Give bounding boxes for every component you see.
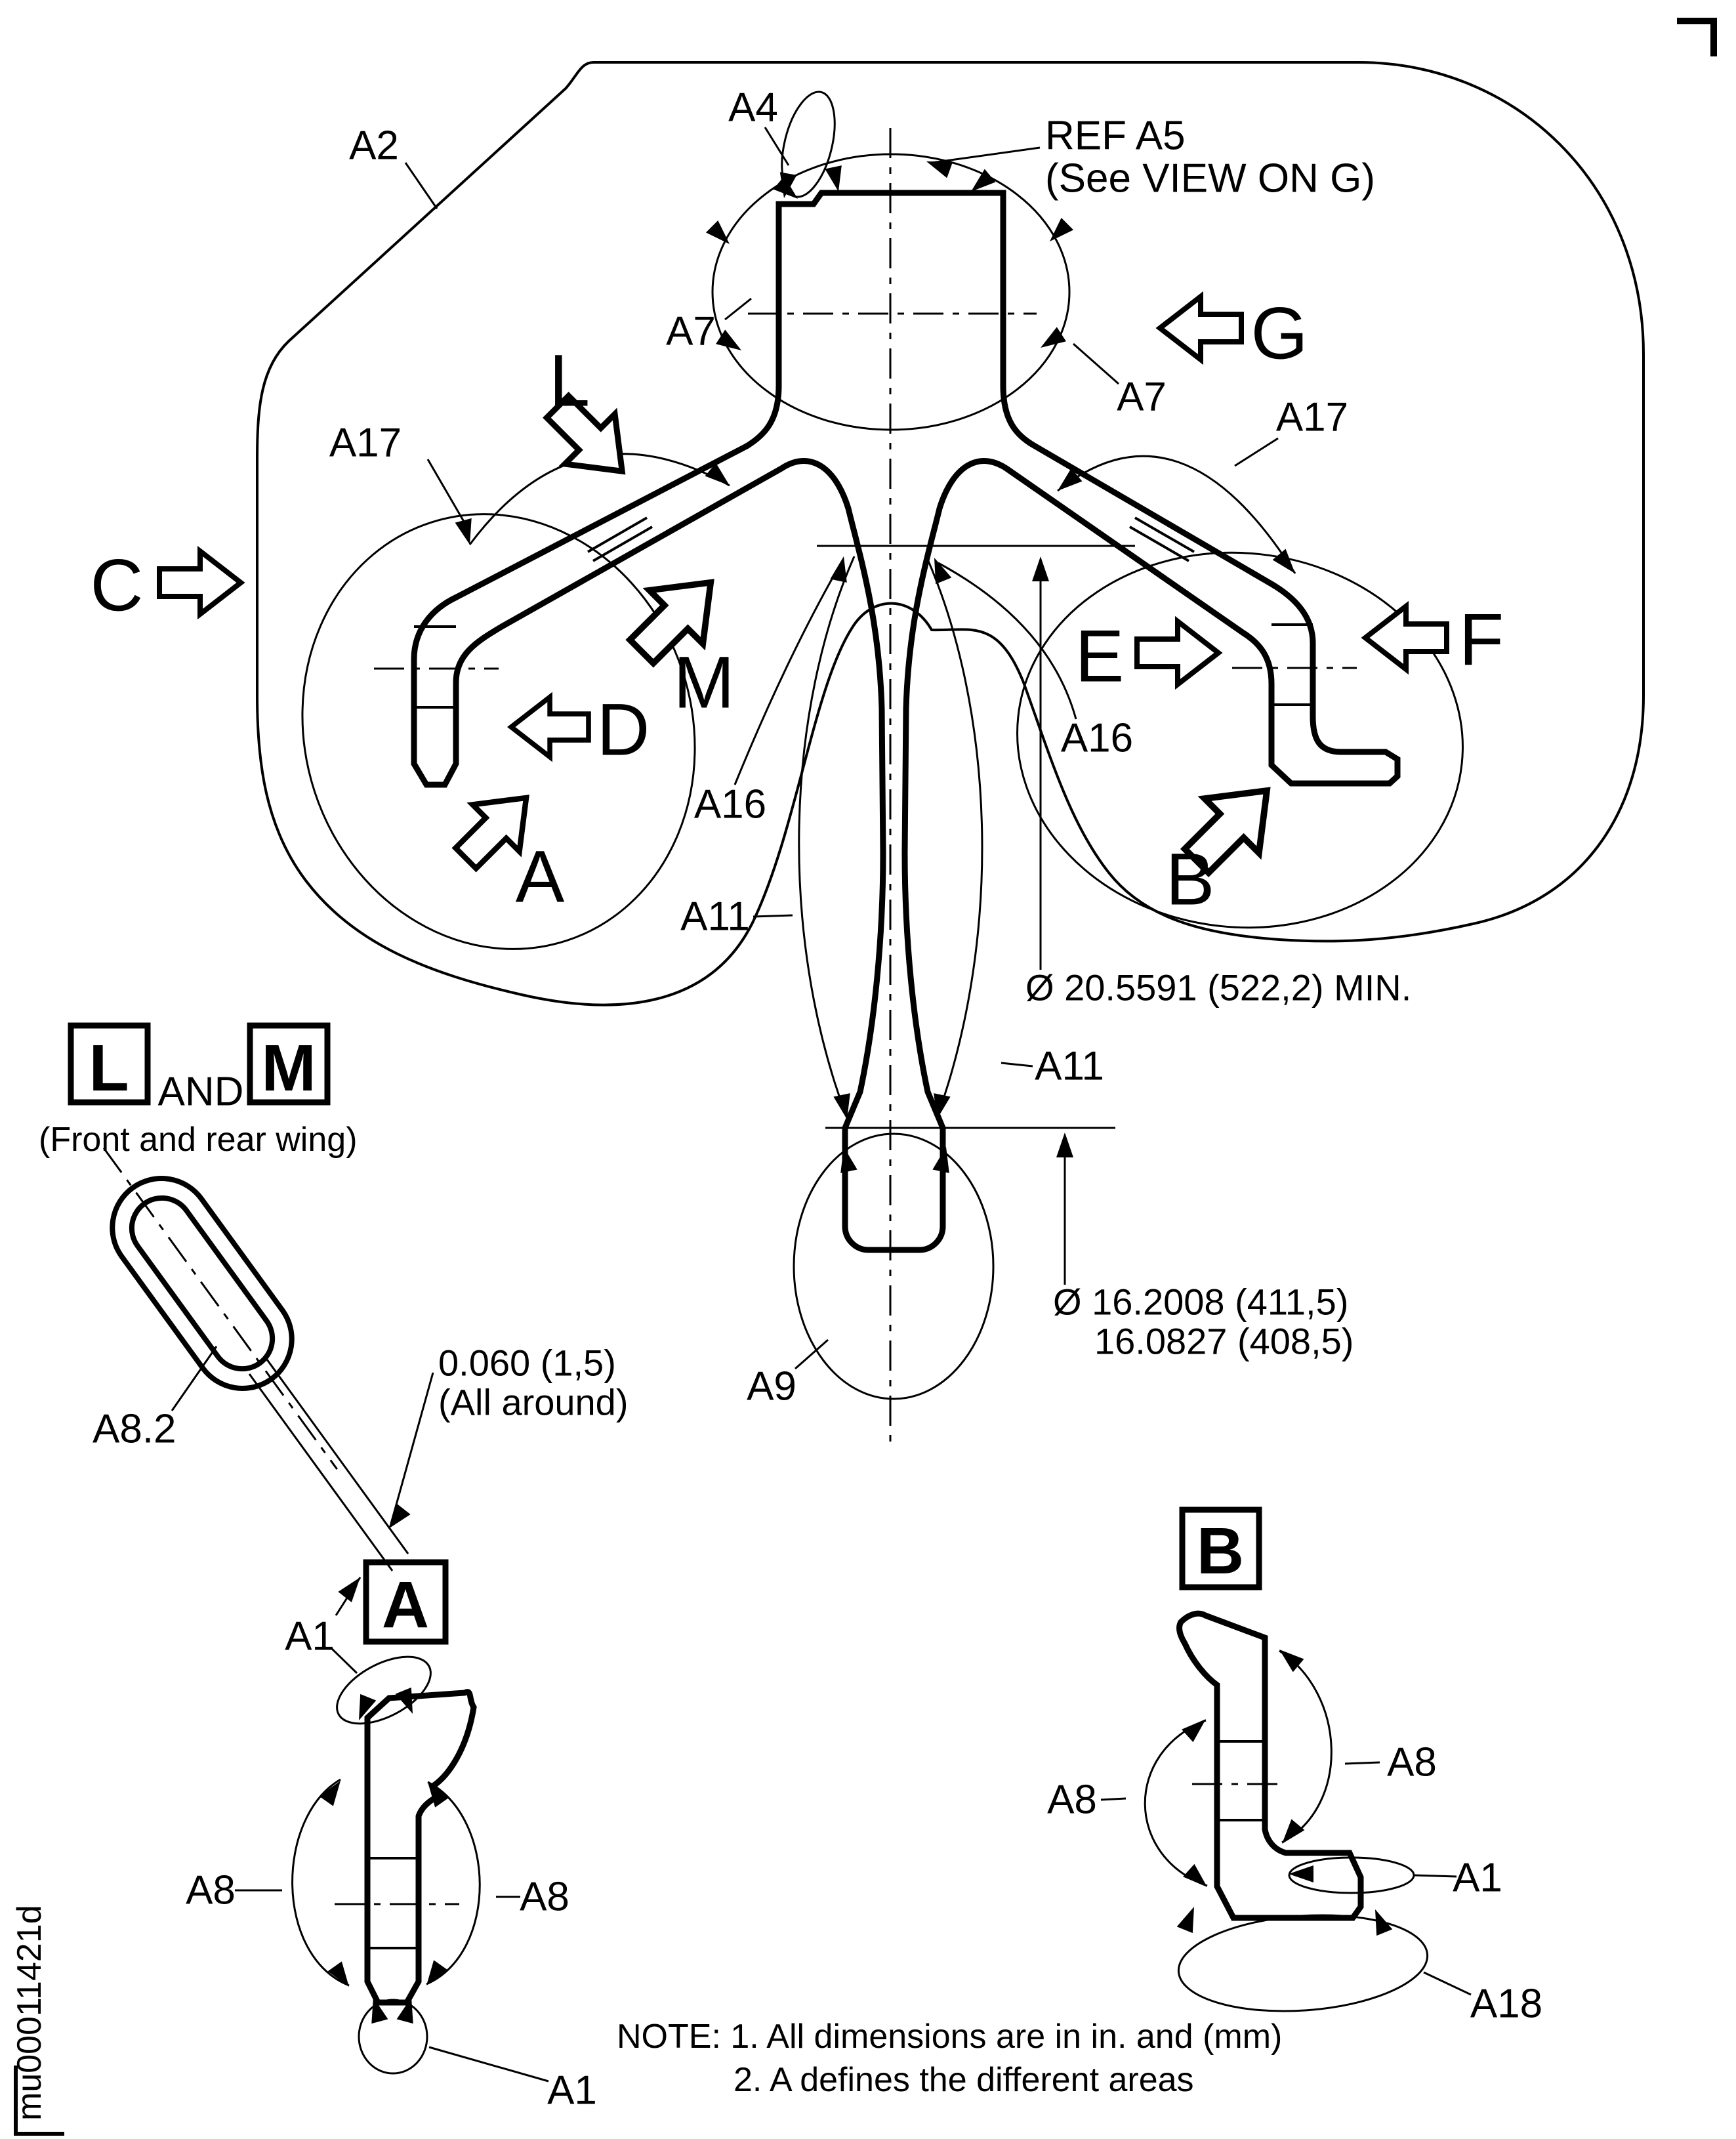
detail-a-a1-bottom-balloon	[358, 1999, 428, 2075]
detail-b-label-a18: A18	[1470, 1982, 1542, 2027]
view-letter-b: B	[1166, 839, 1215, 921]
note-line-1: NOTE: 1. All dimensions are in in. and (…	[617, 2018, 1282, 2056]
a16-left-balloon	[301, 513, 696, 950]
boxed-letter-m-text: M	[261, 1031, 316, 1105]
detail-b-label-a1: A1	[1453, 1856, 1502, 1901]
label-a11-right: A11	[1035, 1044, 1104, 1089]
dim-thickness-note: (All around)	[438, 1382, 628, 1423]
label-a2: A2	[349, 123, 399, 169]
boxed-letter-l	[68, 1022, 151, 1106]
main-view-labels: A2 A4 REF A5 (See VIEW ON G) A7 A7 A17 A…	[91, 85, 1504, 1409]
detail-b-label-a8-left: A8	[1047, 1777, 1097, 1823]
a16-right-balloon	[1016, 551, 1464, 929]
boxed-letter-b	[1179, 1506, 1262, 1590]
boxed-letter-m	[247, 1022, 331, 1106]
view-letter-g: G	[1250, 293, 1308, 375]
label-a16-left: A16	[694, 782, 766, 827]
boxed-letter-a-text: A	[382, 1568, 429, 1642]
detail-b: B A8 A8 A1 A18	[1047, 1506, 1542, 2027]
label-a7-left: A7	[666, 309, 716, 354]
wing-slot-section	[102, 1147, 338, 1470]
centerlines	[374, 128, 1357, 1447]
detail-b-label-a8-right: A8	[1387, 1740, 1437, 1785]
note-line-2: 2. A defines the different areas	[734, 2061, 1194, 2099]
corner-mark-top-right	[1677, 18, 1717, 56]
view-letter-a: A	[516, 836, 565, 918]
dim-thickness: 0.060 (1,5)	[438, 1342, 616, 1384]
detail-b-a8-right-arc	[1279, 1650, 1333, 1844]
detail-a-label-a1-top: A1	[285, 1614, 335, 1659]
label-a4: A4	[728, 85, 778, 131]
view-letter-l: L	[549, 340, 590, 422]
view-letter-e: E	[1075, 615, 1125, 697]
label-a8-2: A8.2	[93, 1407, 176, 1452]
boxed-letter-b-text: B	[1197, 1514, 1244, 1588]
detail-a-label-a1-bottom: A1	[547, 2068, 597, 2113]
drawing-number-text: mu00011421d	[10, 1905, 49, 2121]
detail-b-a18-balloon	[1177, 1914, 1429, 2012]
label-a16-right: A16	[1061, 716, 1133, 761]
detail-a: A A1 A8 A8 A1	[186, 1559, 597, 2113]
dim-dia-min: Ø 20.5591 (522,2) MIN.	[1025, 967, 1411, 1008]
label-front-rear-wing: (Front and rear wing)	[39, 1121, 358, 1159]
detail-a-shape	[364, 1689, 477, 2006]
a11-balloon-right-curve	[925, 556, 983, 1119]
label-see-view-on-g: (See VIEW ON G)	[1045, 156, 1375, 201]
detail-b-shape	[1176, 1610, 1364, 1921]
a17-right-arc	[1057, 455, 1296, 574]
view-arrow-G	[1160, 297, 1241, 360]
a7-balloon	[711, 153, 1071, 431]
view-arrow-F	[1365, 606, 1447, 669]
detail-b-a1-balloon	[1288, 1856, 1415, 1894]
detail-a-label-a8-left: A8	[186, 1868, 236, 1913]
view-letter-d: D	[597, 689, 650, 771]
notes: NOTE: 1. All dimensions are in in. and (…	[617, 2018, 1282, 2099]
a11-balloon-left-curve	[798, 556, 856, 1119]
dim-dia-root-upper: Ø 16.2008 (411,5)	[1053, 1281, 1348, 1323]
detail-a-a8-right-arc	[426, 1781, 481, 1985]
boxed-letter-a	[363, 1559, 449, 1645]
boxed-letter-l-text: L	[89, 1031, 129, 1105]
corner-mark-bottom-left	[14, 2066, 64, 2136]
detail-lm: L M AND (Front and rear wing) A8.2 0.060…	[39, 1022, 628, 1616]
area-a2-boundary	[256, 61, 1645, 1007]
detail-a-label-a8-right: A8	[520, 1875, 569, 1920]
detail-b-a8-left-arc	[1144, 1719, 1208, 1887]
drawing-number: mu00011421d	[10, 1905, 49, 2121]
part-outline	[411, 190, 1401, 1253]
detail-a-a8-left-arc	[291, 1778, 350, 1987]
view-letter-f: F	[1459, 599, 1504, 681]
view-arrow-D	[511, 697, 589, 757]
label-a7-right: A7	[1117, 375, 1167, 420]
view-arrows	[159, 297, 1447, 888]
detail-a-a1-top-balloon	[336, 1655, 432, 1725]
label-a11-left: A11	[680, 894, 750, 940]
leaders	[404, 127, 1279, 1370]
section-ticks	[367, 516, 1313, 1949]
label-a17-right: A17	[1276, 395, 1348, 440]
label-ref-a5: REF A5	[1045, 114, 1186, 159]
label-and: AND	[158, 1070, 244, 1115]
balloons	[301, 91, 1464, 1400]
dim-dia-root-lower: 16.0827 (408,5)	[1094, 1321, 1354, 1362]
view-letter-c: C	[91, 545, 144, 627]
view-letter-m: M	[673, 642, 734, 724]
label-a17-left: A17	[329, 421, 402, 466]
view-arrow-E	[1137, 621, 1218, 684]
view-arrow-C	[159, 551, 241, 614]
label-a9: A9	[747, 1364, 796, 1409]
a9-balloon	[793, 1132, 995, 1400]
